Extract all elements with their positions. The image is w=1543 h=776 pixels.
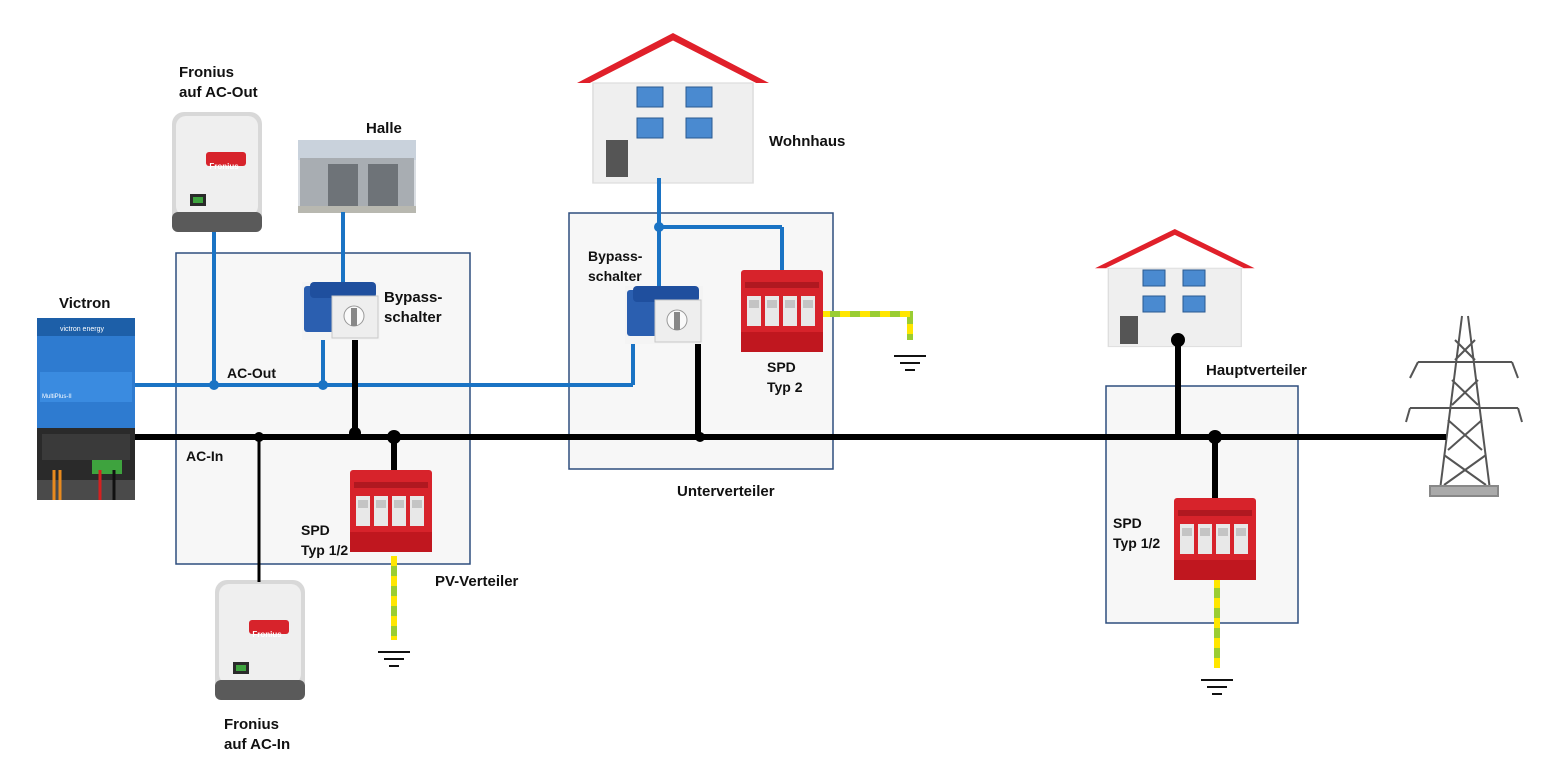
fronius-top-brand: Fronius (209, 162, 239, 171)
label-wohnhaus: Wohnhaus (769, 133, 846, 150)
label-fronius-ac-in: Fronius auf AC-In (224, 716, 291, 753)
house-windows (1120, 269, 1206, 344)
label-ac-in: AC-In (186, 448, 224, 464)
earth-wiring (391, 311, 1220, 668)
ground-icon (377, 651, 411, 667)
label-hauptverteiler: Hauptverteiler (1206, 362, 1307, 379)
victron-brand: victron energy (60, 326, 104, 333)
label-bypass-mid: Bypass- schalter (588, 248, 643, 284)
pylon-icon (1405, 315, 1523, 497)
bypass-switch-icon (301, 281, 381, 341)
fronius-bottom-brand: Fronius (252, 630, 282, 639)
ground-icon (1200, 679, 1234, 695)
label-ac-out: AC-Out (227, 365, 276, 381)
house-icon (1094, 228, 1256, 348)
label-fronius-ac-out: Fronius auf AC-Out (179, 64, 258, 101)
label-spd-pv: SPD Typ 1/2 (301, 522, 349, 558)
label-unterverteiler: Unterverteiler (677, 483, 775, 500)
label-halle: Halle (366, 120, 402, 137)
spd-icon (741, 270, 823, 352)
fronius-inverter-icon (172, 112, 262, 232)
label-spd-unter: SPD Typ 2 (767, 359, 803, 395)
label-victron: Victron (59, 295, 111, 312)
spd-icon (350, 470, 432, 552)
label-bypass-left: Bypass- schalter (384, 289, 443, 326)
victron-inverter-icon (37, 318, 135, 500)
victron-model: MultiPlus-II (42, 394, 72, 400)
ground-icon (893, 355, 927, 371)
label-pv-verteiler: PV-Verteiler (435, 573, 519, 590)
fronius-inverter-icon (215, 580, 305, 700)
house-icon (576, 32, 770, 184)
label-spd-haupt: SPD Typ 1/2 (1113, 515, 1161, 551)
spd-icon (1174, 498, 1256, 580)
house-windows (606, 86, 713, 177)
bypass-switch-icon (624, 285, 704, 345)
hall-icon (298, 140, 416, 213)
